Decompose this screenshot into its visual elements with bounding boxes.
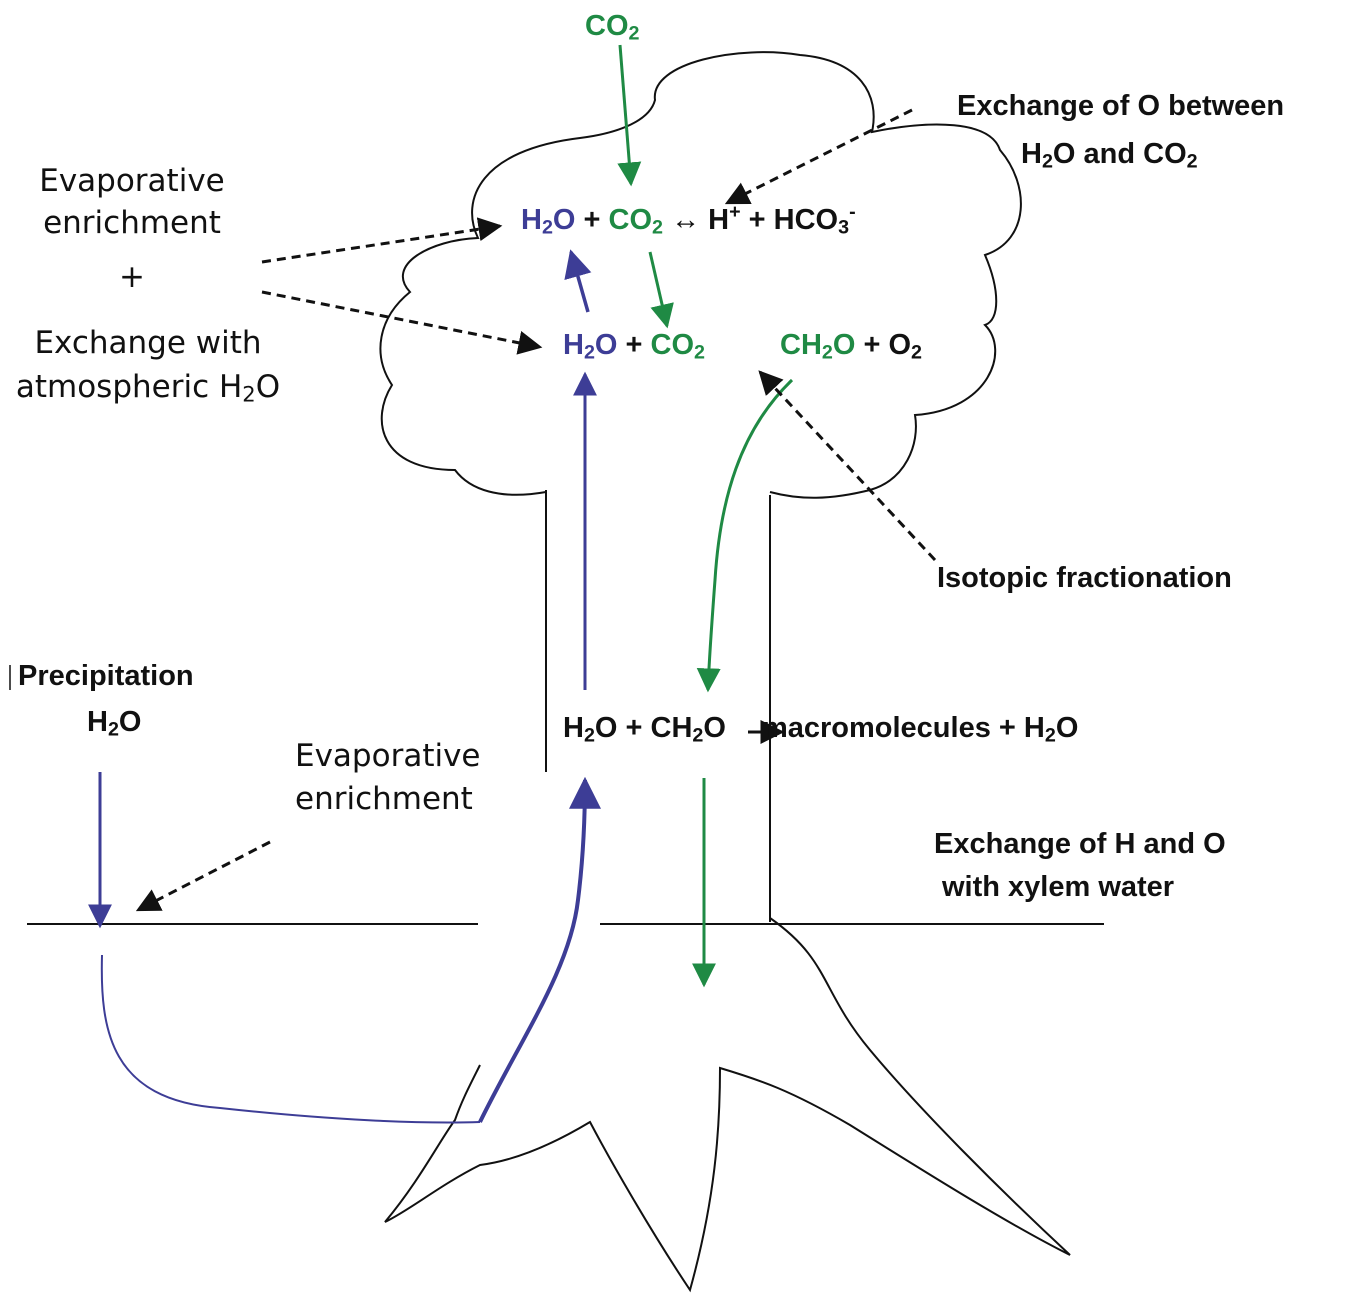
leaf-evap-label: Evaporative xyxy=(39,163,225,199)
exchange-o-label: Exchange of O between xyxy=(957,90,1285,122)
exchange-o-arrow xyxy=(724,108,913,205)
xylem-exchange-label: Exchange of H and O xyxy=(934,828,1226,860)
soil-evap-label-line2: enrichment xyxy=(295,781,473,817)
evap-arrow-upper xyxy=(261,217,503,264)
soil-water-path xyxy=(100,954,481,1124)
photosynthesis-products: CH2O + O2 xyxy=(780,329,922,364)
evap-arrow-lower xyxy=(261,290,543,355)
leaf-evap-label-line2: enrichment xyxy=(43,205,221,241)
canopy-outline xyxy=(379,51,1022,499)
isotopic-fractionation-arrow xyxy=(758,370,937,562)
root-uptake-arrow xyxy=(478,776,601,1123)
soil-evap-arrow xyxy=(135,840,271,912)
precipitation-h2o-label: H2O xyxy=(87,706,142,741)
atm-exchange-label-line2: atmospheric H2O xyxy=(15,369,281,407)
carbonate-equilibrium-equation: H2O + CO2 ↔ H+ + HCO3- xyxy=(521,201,856,239)
sugar-transport-arrow xyxy=(696,378,794,693)
co2-atmospheric-label: CO2 xyxy=(585,10,640,45)
co2-to-assimilation-arrow xyxy=(648,251,674,329)
photosynthesis-reactants: H2O + CO2 xyxy=(563,329,706,364)
leaf-water-arrow xyxy=(564,249,592,313)
plus-sign: + xyxy=(119,259,145,295)
precipitation-label: Precipitation xyxy=(18,660,194,692)
exchange-o-label-line2: H2O and CO2 xyxy=(1021,138,1198,173)
soil-evap-label: Evaporative xyxy=(295,738,481,774)
roots-outline xyxy=(384,917,1071,1293)
macromolecule-synthesis-equation: H2O + CH2O→macromolecules + H2O xyxy=(563,712,1079,747)
atm-exchange-label: Exchange with xyxy=(34,325,262,361)
xylem-exchange-label-line2: with xylem water xyxy=(942,871,1175,903)
isotopic-fractionation-label: Isotopic fractionation xyxy=(937,562,1232,594)
co2-in-arrow xyxy=(617,44,642,187)
